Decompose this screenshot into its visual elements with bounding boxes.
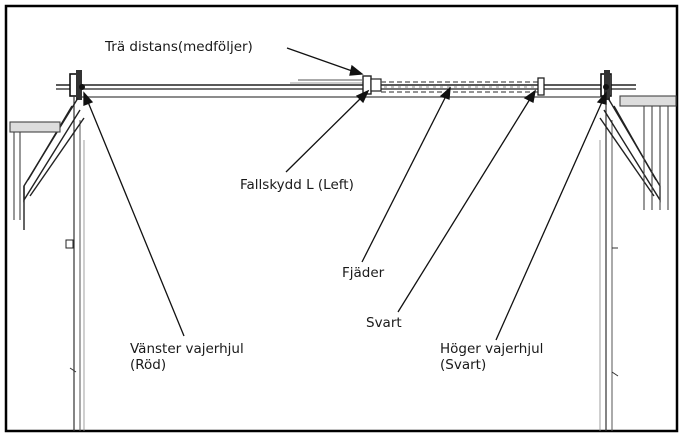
- label-left-drum-line1: Vänster vajerhjul: [130, 341, 244, 357]
- arrowhead-spring: [439, 86, 451, 100]
- torsion-spring: [381, 81, 540, 93]
- leader-left-drum: [87, 101, 185, 337]
- leader-spring: [361, 95, 447, 263]
- spring-end-cone: [537, 77, 545, 96]
- label-right-drum-line2: (Svart): [440, 356, 487, 373]
- arrowhead-fall-guard: [355, 89, 370, 104]
- right-wall-bracket: [619, 95, 677, 210]
- leader-spacer: [286, 47, 356, 73]
- left-arm: [23, 97, 85, 230]
- label-right-drum-line1: Höger vajerhjul: [440, 341, 544, 357]
- leader-right-drum: [495, 101, 603, 341]
- arrowhead-spacer: [349, 64, 364, 76]
- arrowhead-right-drum: [596, 91, 607, 105]
- arrowhead-left-drum: [83, 91, 94, 106]
- label-spring: Fjäder: [342, 265, 385, 281]
- right-arm: [599, 97, 661, 203]
- label-wood-spacer: Trä distans(medföljer): [105, 39, 253, 55]
- right-track: [599, 96, 619, 431]
- label-fall-guard: Fallskydd L (Left): [240, 177, 354, 193]
- label-left-drum-line2: (Röd): [130, 356, 167, 373]
- leader-black: [397, 98, 531, 313]
- label-right-drum: Höger vajerhjul (Svart): [440, 341, 544, 373]
- arrowhead-black: [523, 89, 536, 103]
- left-wall-bracket: [9, 121, 61, 220]
- label-black: Svart: [366, 315, 402, 331]
- callout-lines: [83, 47, 607, 341]
- fall-guard-collar: [362, 75, 382, 95]
- wood-spacer: [290, 79, 364, 84]
- leader-fall-guard: [285, 96, 363, 173]
- diagram-frame: [4, 4, 679, 433]
- left-cable-drum: [69, 70, 85, 100]
- label-left-drum: Vänster vajerhjul (Röd): [130, 341, 244, 373]
- left-track: [65, 96, 85, 431]
